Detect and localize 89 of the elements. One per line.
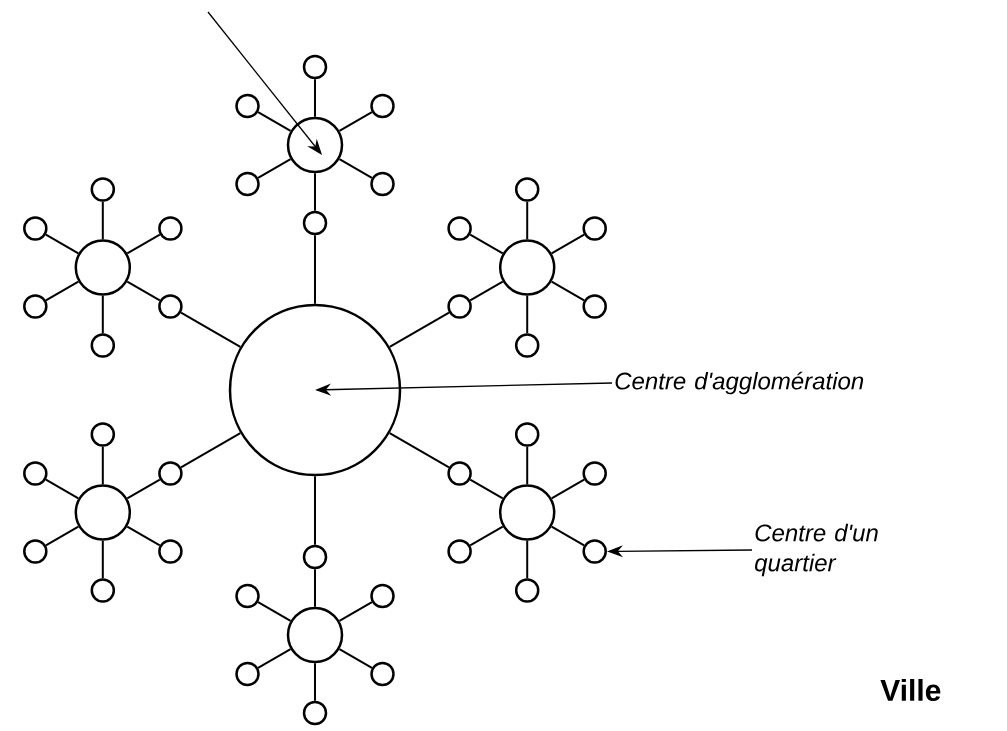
small-circle (23, 294, 48, 319)
connector-line (314, 568, 316, 608)
connector-line (469, 525, 504, 547)
connector-line (314, 662, 316, 702)
connector-line (550, 478, 586, 500)
connector-line (469, 233, 504, 255)
neighbourhood-circle (74, 484, 132, 541)
connector-line (180, 311, 242, 348)
connector-line (101, 294, 104, 335)
small-circle (23, 461, 48, 486)
small-circle (90, 422, 116, 447)
connector-line (257, 111, 292, 132)
small-circle (90, 177, 116, 202)
small-circle (582, 216, 607, 241)
connector-line (338, 111, 373, 132)
connector-line (101, 445, 104, 486)
callout-text: Centre d'un quartier (755, 523, 878, 577)
connector-line (44, 525, 80, 547)
connector-line (469, 280, 504, 302)
arrow (207, 11, 322, 155)
connector-line (126, 280, 161, 302)
callout-text: Centre d'agglomération (615, 371, 864, 395)
small-circle (23, 539, 48, 564)
small-circle (302, 544, 328, 570)
small-circle (514, 177, 540, 202)
connector-line (314, 475, 316, 546)
connector-line (338, 158, 373, 179)
small-circle (158, 461, 183, 486)
connector-line (126, 525, 161, 547)
small-circle (158, 216, 183, 241)
small-circle (370, 583, 395, 609)
connector-line (257, 158, 292, 179)
connector-line (388, 311, 450, 348)
small-circle (235, 583, 260, 609)
small-circle (514, 422, 540, 447)
connector-line (257, 648, 292, 669)
connector-line (126, 233, 161, 255)
small-circle (158, 539, 183, 564)
small-circle (302, 210, 328, 236)
small-circle (514, 333, 540, 358)
connector-line (526, 294, 529, 335)
small-circle (90, 578, 116, 603)
small-circle (447, 461, 472, 486)
connector-line (314, 78, 316, 118)
small-circle (90, 333, 116, 358)
small-circle (23, 216, 48, 241)
connector-line (469, 478, 504, 500)
connector-line (314, 234, 316, 305)
small-circle (447, 539, 472, 564)
small-circle (447, 294, 472, 319)
small-circle (302, 54, 328, 80)
neighbourhood-circle (498, 484, 556, 541)
connector-line (550, 280, 586, 302)
connector-line (526, 539, 529, 580)
connector-line (101, 539, 104, 580)
connector-line (526, 200, 529, 241)
title-text: Ville (880, 679, 941, 701)
connector-line (180, 432, 242, 469)
small-circle (235, 661, 260, 687)
neighbourhood-circle (74, 239, 132, 296)
connector-line (550, 233, 586, 255)
neighbourhood-circle (286, 606, 344, 664)
small-circle (370, 171, 395, 197)
small-circle (370, 93, 395, 119)
connector-line (550, 525, 586, 547)
neighbourhood-circle (498, 239, 556, 296)
small-circle (370, 661, 395, 687)
connector-line (101, 200, 104, 241)
small-circle (235, 171, 260, 197)
small-circle (582, 461, 607, 486)
small-circle (235, 93, 260, 119)
connector-line (526, 445, 529, 486)
connector-line (44, 233, 80, 255)
small-circle (447, 216, 472, 241)
connector-line (338, 648, 373, 669)
small-circle (514, 578, 540, 603)
small-circle (582, 539, 607, 564)
connector-line (44, 478, 80, 500)
neighbourhood-circle (286, 116, 344, 174)
small-circle (302, 700, 328, 726)
district-circle (228, 303, 402, 477)
connector-line (388, 432, 450, 469)
connector-line (126, 478, 161, 500)
connector-line (44, 280, 80, 302)
small-circle (582, 294, 607, 319)
connector-line (257, 601, 292, 622)
connector-line (314, 172, 316, 212)
connector-line (338, 601, 373, 622)
small-circle (158, 294, 183, 319)
